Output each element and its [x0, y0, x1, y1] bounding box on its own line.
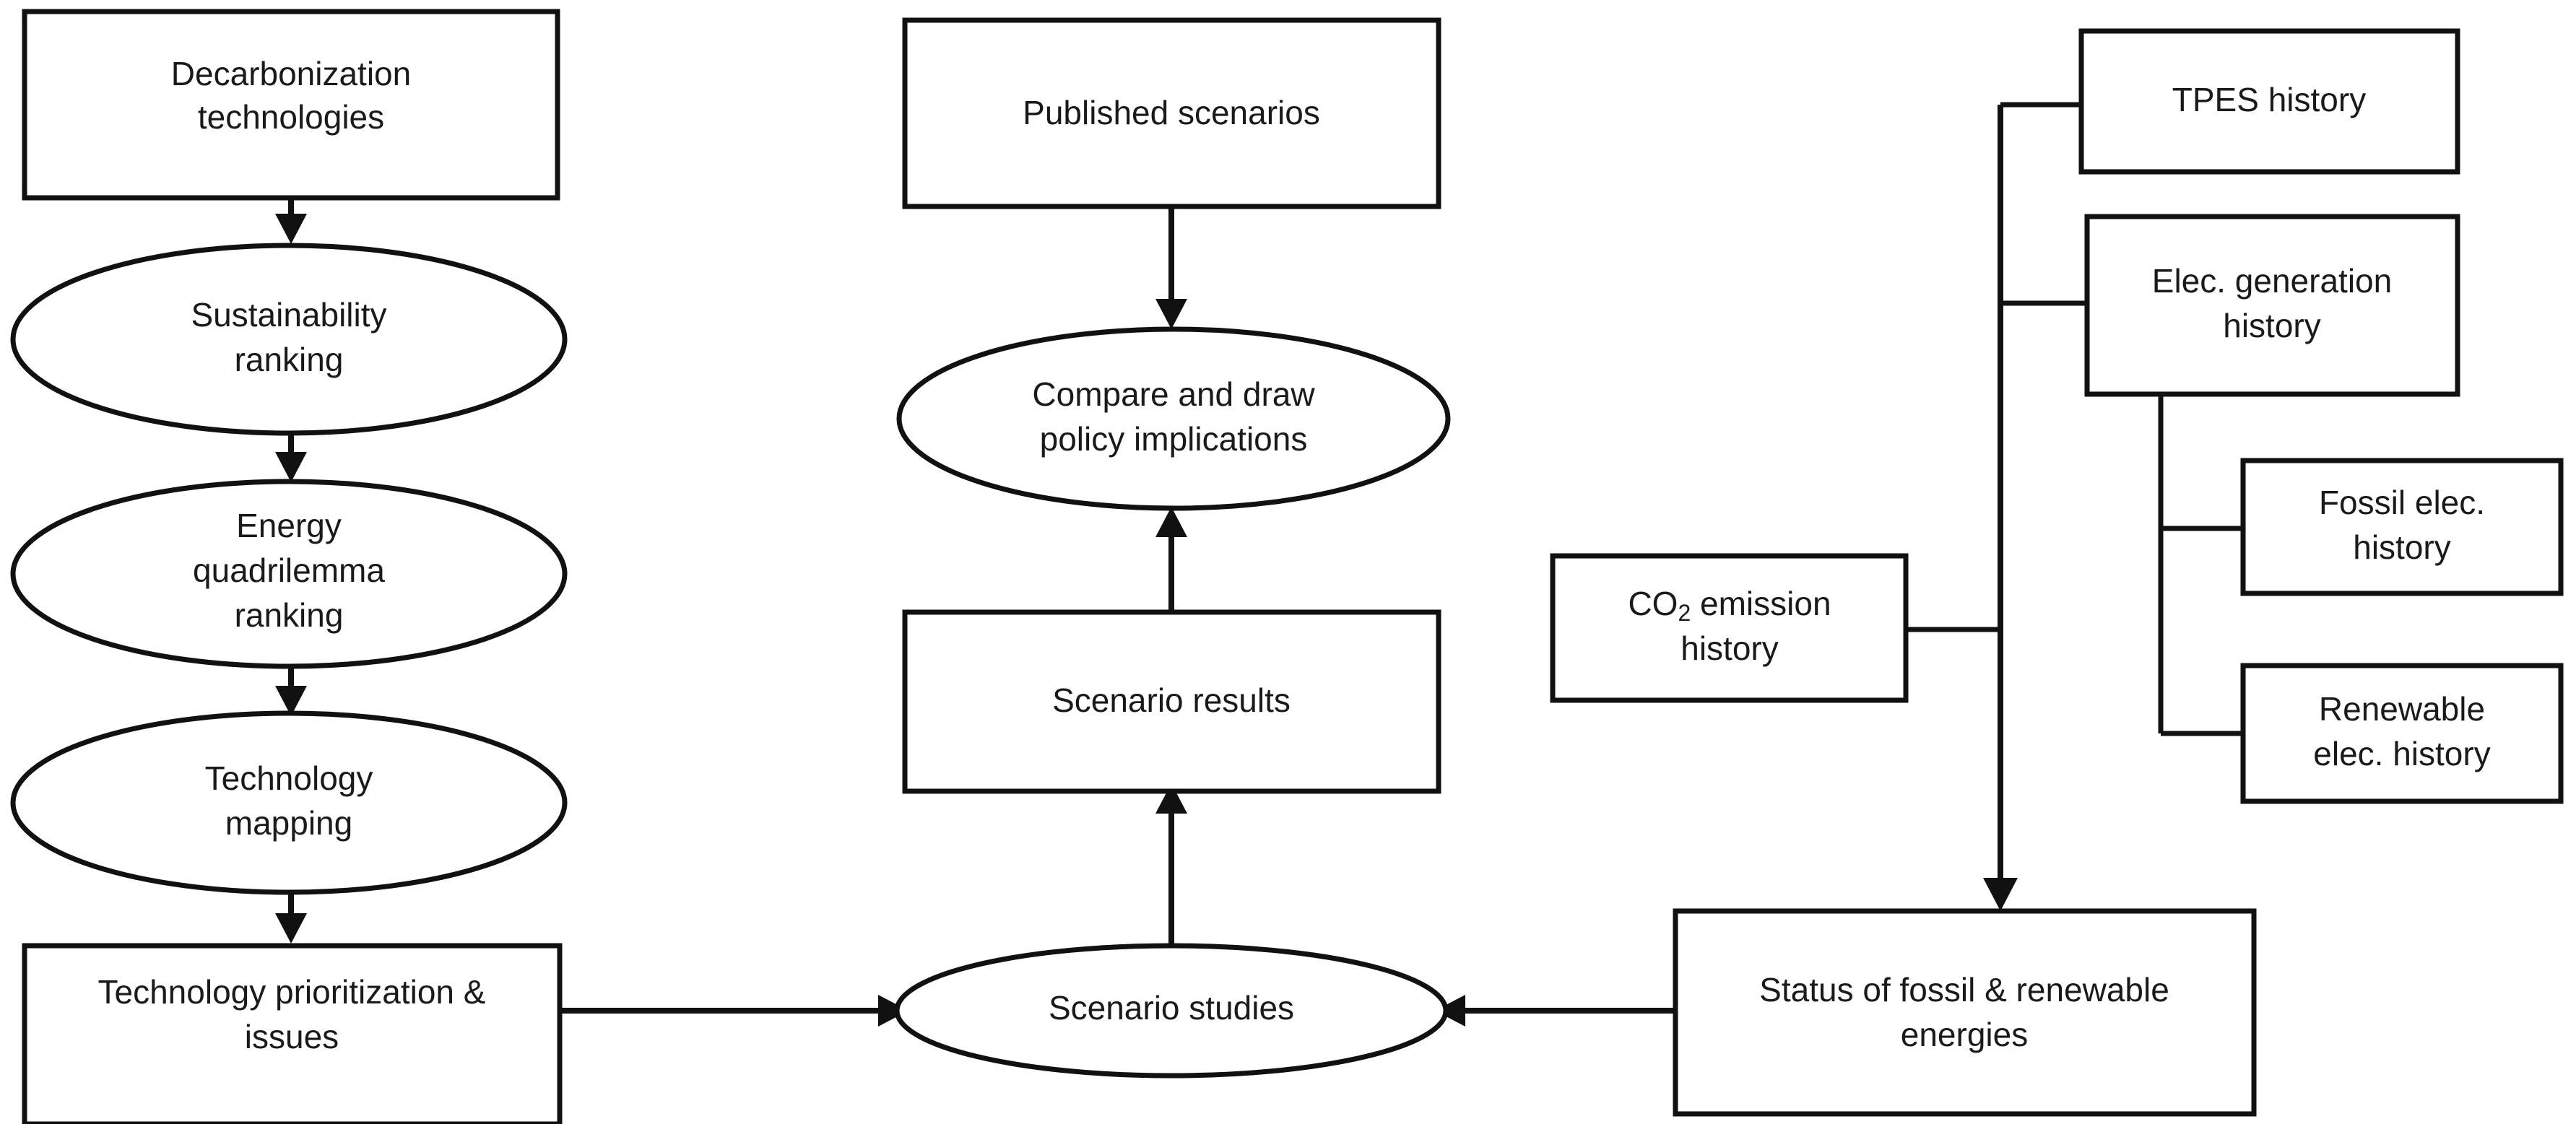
node-decarbonization-technologies[interactable]: Decarbonization technologies: [22, 9, 560, 201]
edge-scenario-results-to-compare: [1155, 507, 1187, 612]
node-label: history: [2353, 528, 2450, 566]
node-label: policy implications: [1040, 420, 1308, 458]
node-label: Scenario studies: [1049, 989, 1294, 1027]
edge-sustainability-to-quadrilemma: [275, 432, 307, 482]
node-label: Technology: [205, 759, 373, 797]
node-renewable-elec-history[interactable]: Renewable elec. history: [2240, 663, 2564, 804]
edge-published-to-compare: [1155, 206, 1187, 329]
node-label: Sustainability: [191, 296, 386, 334]
node-label-co2: CO2 emission: [1628, 585, 1831, 626]
edge-right-trunk: [1983, 102, 2081, 911]
node-label: ranking: [235, 341, 344, 378]
node-label: issues: [245, 1018, 339, 1055]
node-co2-emission-history[interactable]: CO2 emission history: [1550, 553, 1909, 703]
edge-elec-generation-subbranch: [2158, 394, 2243, 736]
edge-status-to-scenario-studies: [1435, 995, 1675, 1027]
node-published-scenarios[interactable]: Published scenarios: [902, 17, 1441, 209]
node-label: Published scenarios: [1023, 94, 1320, 131]
node-label: TPES history: [2172, 81, 2366, 118]
node-energy-quadrilemma-ranking[interactable]: Energy quadrilemma ranking: [10, 479, 568, 669]
node-label: Renewable: [2319, 690, 2485, 728]
node-fossil-elec-history[interactable]: Fossil elec. history: [2240, 458, 2564, 596]
node-label: ranking: [235, 596, 344, 634]
node-label: Fossil elec.: [2319, 484, 2485, 521]
node-sustainability-ranking[interactable]: Sustainability ranking: [10, 243, 568, 436]
node-tpes-history[interactable]: TPES history: [2078, 28, 2460, 175]
co2-label-subscript: 2: [1678, 600, 1691, 626]
node-label: energies: [1901, 1016, 2028, 1053]
edge-quadrilemma-to-mapping: [275, 664, 307, 716]
edge-mapping-to-prioritization: [275, 891, 307, 944]
co2-label-post: emission: [1691, 585, 1831, 622]
node-elec-generation-history[interactable]: Elec. generation history: [2084, 214, 2460, 397]
node-scenario-results[interactable]: Scenario results: [902, 609, 1441, 794]
node-label: Scenario results: [1052, 681, 1291, 719]
edge-prioritization-to-scenario-studies: [560, 995, 908, 1027]
edge-decarbonization-to-sustainability: [275, 198, 307, 244]
node-compare-and-draw-policy-implications[interactable]: Compare and draw policy implications: [896, 326, 1451, 511]
edge-scenario-studies-to-results: [1155, 783, 1187, 949]
node-status-of-fossil-renewable-energies[interactable]: Status of fossil & renewable energies: [1673, 908, 2257, 1117]
co2-label-pre: CO: [1628, 585, 1678, 622]
node-label: Elec. generation: [2152, 262, 2392, 300]
node-label: mapping: [225, 804, 352, 842]
node-label: Technology prioritization &: [98, 973, 486, 1011]
node-label: Energy: [236, 507, 342, 544]
node-label: Status of fossil & renewable: [1759, 971, 2169, 1008]
node-label: history: [2223, 307, 2320, 344]
node-label: elec. history: [2313, 735, 2490, 772]
node-scenario-studies[interactable]: Scenario studies: [894, 943, 1449, 1079]
node-technology-prioritization-issues[interactable]: Technology prioritization & issues: [22, 943, 563, 1124]
node-label: Decarbonization: [171, 55, 411, 92]
node-label: quadrilemma: [193, 552, 385, 589]
node-label: Compare and draw: [1032, 375, 1315, 413]
node-label: technologies: [198, 98, 384, 136]
node-technology-mapping[interactable]: Technology mapping: [10, 710, 568, 895]
node-label: history: [1681, 629, 1778, 667]
